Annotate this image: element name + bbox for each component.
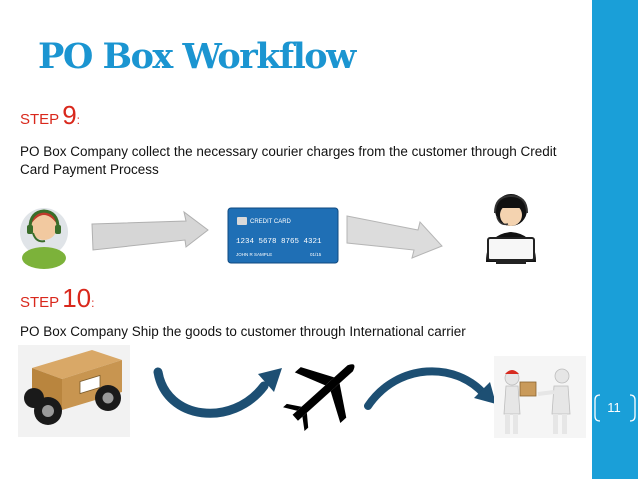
page-number-frame xyxy=(592,392,638,424)
curved-arrow-icon xyxy=(364,367,496,410)
step-9-colon: : xyxy=(76,113,80,127)
slide-title: PO Box Workflow xyxy=(38,36,356,77)
card-number: 1234 5678 8765 4321 xyxy=(236,238,322,246)
card-expiry: 01/15 xyxy=(310,252,322,257)
delivery-people-icon xyxy=(494,356,586,438)
card-header: CREDIT CARD xyxy=(250,219,292,225)
customer-at-computer-icon xyxy=(486,194,536,264)
card-holder: JOHN R SAMPLE xyxy=(236,252,272,257)
page-number: 11 xyxy=(607,400,621,415)
arrow-right-icon xyxy=(91,210,209,251)
step-10-description: PO Box Company Ship the goods to custome… xyxy=(20,324,466,339)
step-9-description: PO Box Company collect the necessary cou… xyxy=(20,144,557,177)
curved-arrow-icon xyxy=(153,367,282,418)
step-10-word: STEP xyxy=(20,294,60,311)
step-10-number: 10 xyxy=(62,283,92,313)
airplane-icon xyxy=(283,364,355,431)
step-9-word: STEP xyxy=(20,111,60,128)
arrow-right-icon xyxy=(346,215,443,259)
step-9-number: 9 xyxy=(62,100,77,130)
credit-card-icon: CREDIT CARD 1234 5678 8765 4321 JOHN R S… xyxy=(227,207,339,264)
delivery-box-truck-icon xyxy=(18,345,130,437)
call-center-agent-icon xyxy=(20,208,68,269)
step-10-colon: : xyxy=(91,296,95,310)
